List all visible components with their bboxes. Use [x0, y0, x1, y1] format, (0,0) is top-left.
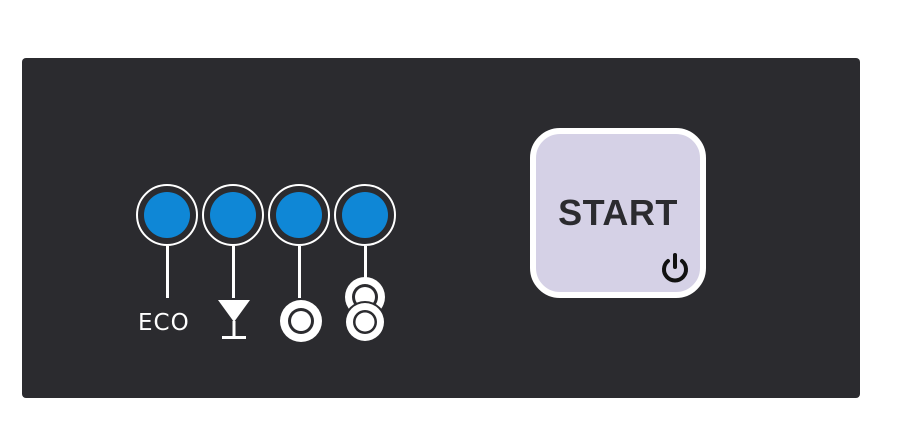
program-selector: ECO — [22, 58, 860, 398]
power-icon — [662, 253, 688, 283]
program-glass-connector — [232, 246, 235, 298]
control-panel: ECO — [22, 58, 860, 398]
program-eco-connector — [166, 246, 169, 298]
program-normal-connector — [298, 246, 301, 298]
program-eco-label: ECO — [138, 310, 190, 336]
program-intensive-connector — [364, 246, 367, 298]
program-eco-led — [144, 192, 190, 238]
program-eco-button[interactable] — [136, 184, 198, 246]
stacked-circles-icon — [344, 277, 386, 343]
program-glass-button[interactable] — [202, 184, 264, 246]
program-intensive-led — [342, 192, 388, 238]
program-normal-button[interactable] — [268, 184, 330, 246]
start-label: START — [558, 192, 678, 233]
single-circle-icon — [280, 300, 322, 342]
program-glass-led — [210, 192, 256, 238]
wine-glass-icon — [218, 300, 250, 339]
program-normal-led — [276, 192, 322, 238]
program-intensive-button[interactable] — [334, 184, 396, 246]
start-button[interactable]: START — [530, 128, 706, 298]
